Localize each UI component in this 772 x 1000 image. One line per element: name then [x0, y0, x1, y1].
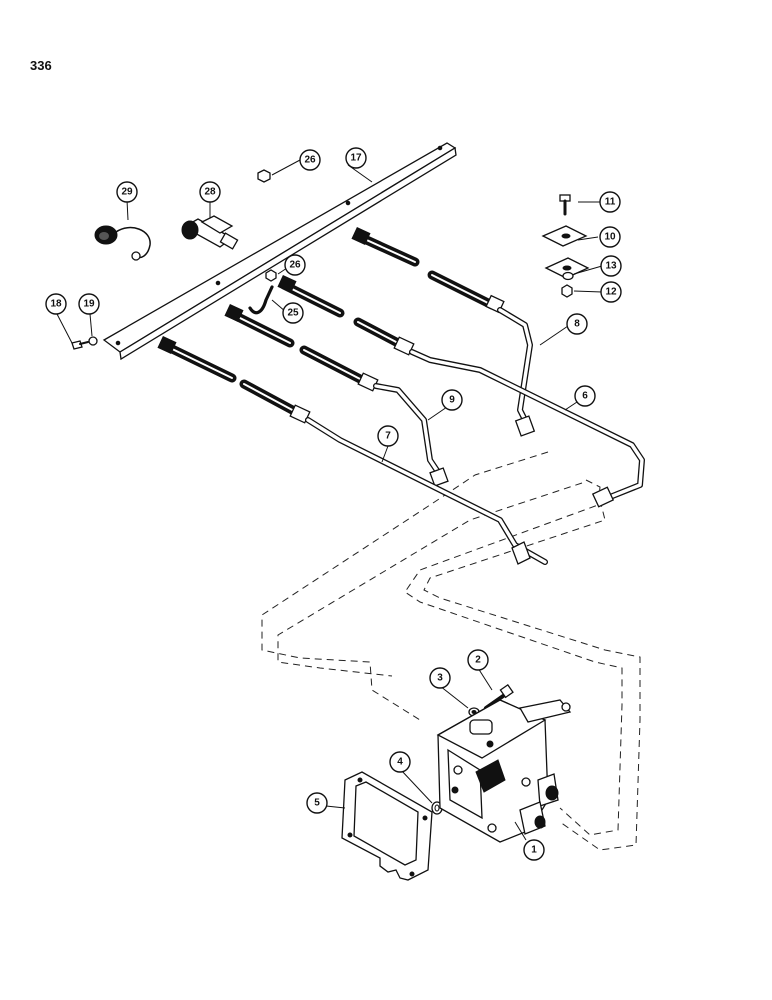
callout-25: 25 — [282, 302, 304, 324]
hose-7 — [157, 335, 548, 565]
callout-5: 5 — [306, 792, 328, 814]
svg-text:8: 8 — [574, 319, 580, 330]
svg-text:9: 9 — [449, 395, 455, 406]
nut-12 — [561, 284, 573, 298]
svg-text:7: 7 — [385, 431, 391, 442]
callout-9: 9 — [441, 389, 463, 411]
hose-9 — [224, 303, 449, 487]
hose-6 — [277, 274, 645, 508]
svg-text:3: 3 — [437, 673, 443, 684]
svg-text:12: 12 — [605, 287, 617, 298]
nut-19 — [88, 336, 98, 346]
callout-6: 6 — [574, 385, 596, 407]
callout-7: 7 — [377, 425, 399, 447]
svg-text:10: 10 — [604, 232, 616, 243]
svg-text:26: 26 — [304, 155, 316, 166]
callout-13: 13 — [600, 255, 622, 277]
callout-10: 10 — [599, 226, 621, 248]
gasket-5 — [341, 771, 433, 881]
svg-text:6: 6 — [582, 391, 588, 402]
callout-11: 11 — [599, 191, 621, 213]
svg-text:11: 11 — [605, 197, 616, 208]
svg-text:19: 19 — [83, 299, 95, 310]
svg-text:25: 25 — [287, 308, 299, 319]
callout-18: 18 — [45, 293, 67, 315]
clamp-10 — [541, 225, 590, 279]
nut-26-lower — [265, 269, 277, 282]
svg-text:29: 29 — [121, 187, 133, 198]
callout-8: 8 — [566, 313, 588, 335]
bolt-11 — [559, 194, 571, 216]
svg-text:4: 4 — [397, 757, 403, 768]
bolt-18 — [71, 340, 89, 350]
svg-text:2: 2 — [475, 655, 481, 666]
page-number: 336 — [30, 58, 52, 73]
callout-19: 19 — [78, 293, 100, 315]
coupler-28 — [181, 215, 239, 250]
callout-1: 1 — [523, 839, 545, 861]
dust-cap-29 — [94, 225, 151, 261]
lock-washer-13 — [562, 271, 574, 281]
callout-4: 4 — [389, 751, 411, 773]
callout-29: 29 — [116, 181, 138, 203]
callout-17: 17 — [345, 147, 367, 169]
callout-2: 2 — [467, 649, 489, 671]
svg-text:1: 1 — [531, 845, 537, 856]
hose-8 — [351, 226, 536, 437]
callout-28: 28 — [199, 181, 221, 203]
svg-text:17: 17 — [350, 153, 362, 164]
svg-text:5: 5 — [314, 798, 320, 809]
callout-26-lower: 26 — [284, 254, 306, 276]
nut-26-upper — [257, 169, 271, 183]
svg-text:18: 18 — [50, 299, 62, 310]
svg-text:28: 28 — [204, 187, 216, 198]
svg-text:13: 13 — [605, 261, 617, 272]
angle-bracket-17 — [102, 142, 457, 361]
control-valve-1 — [436, 699, 572, 843]
callout-26-upper: 26 — [299, 149, 321, 171]
u-bolt-25 — [248, 285, 274, 315]
callout-3: 3 — [429, 667, 451, 689]
callout-12: 12 — [600, 281, 622, 303]
svg-text:26: 26 — [289, 260, 301, 271]
